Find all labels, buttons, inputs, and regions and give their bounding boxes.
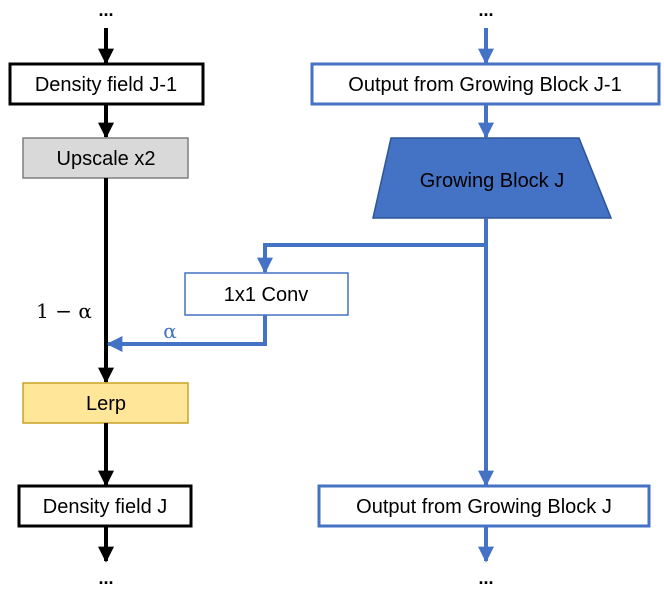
- upscale-label: Upscale x2: [57, 148, 156, 170]
- one-minus-alpha-label: 1 − α: [36, 299, 92, 323]
- density-field-prev-label: Density field J-1: [35, 74, 177, 96]
- output-j-label: Output from Growing Block J: [356, 496, 612, 518]
- arrow-into-conv: [257, 243, 486, 274]
- upscale-box: [22, 137, 189, 179]
- output-prev-box: [310, 62, 661, 106]
- left-bottom-ellipsis: ...: [98, 568, 113, 588]
- lerp-box: [22, 382, 189, 424]
- lerp-label: Lerp: [86, 393, 126, 415]
- conv-label: 1x1 Conv: [224, 284, 309, 306]
- density-field-j-label: Density field J: [43, 496, 168, 518]
- left-top-ellipsis: ...: [98, 0, 113, 20]
- output-prev-label: Output from Growing Block J-1: [348, 74, 621, 96]
- right-bottom-ellipsis: ...: [478, 568, 493, 588]
- alpha-arrow-to-lerp-path: [106, 315, 267, 352]
- growing-block-trapezoid: [372, 137, 613, 219]
- alpha-label: α: [163, 319, 177, 343]
- growing-block-label: Growing Block J: [420, 170, 565, 192]
- right-top-ellipsis: ...: [478, 0, 493, 20]
